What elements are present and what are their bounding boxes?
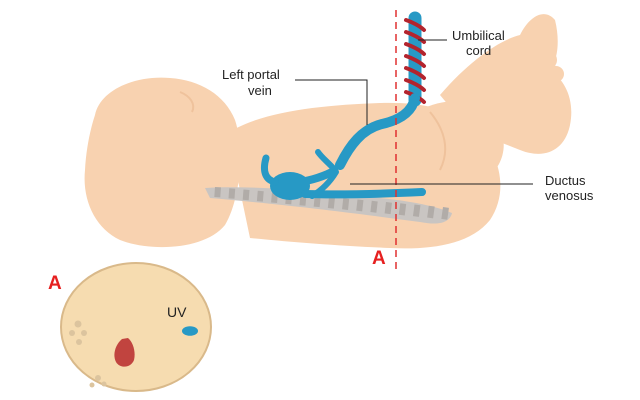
fetus-nose xyxy=(179,91,195,113)
cross-section-outline xyxy=(60,262,212,392)
leader-left-portal-vein xyxy=(295,79,368,125)
label-umbilical-cord-line-1: Umbilical xyxy=(452,28,505,43)
fetus-buttock-crease xyxy=(429,111,447,171)
label-uv: UV xyxy=(167,304,187,320)
cross-section-icon: UV xyxy=(60,262,212,392)
cord-artery-wrap xyxy=(404,42,426,56)
label-umbilical-cord-line-2: cord xyxy=(466,43,491,58)
umbilical-vein-section xyxy=(182,326,198,336)
vessel-branch-lower xyxy=(309,169,339,199)
label-left-portal-vein: Left portal vein xyxy=(222,67,283,98)
vertebra xyxy=(441,207,449,220)
vertebra xyxy=(427,205,435,219)
vertebrae xyxy=(214,187,449,220)
label-ductus-venosus-line-1: Ductus xyxy=(545,173,586,188)
vertebra xyxy=(370,200,378,213)
vertebra xyxy=(327,197,335,209)
inset-marker-a: A xyxy=(48,273,62,294)
ductus-venosus xyxy=(301,188,426,199)
cross-section-dots xyxy=(69,320,107,388)
spine-icon xyxy=(205,187,452,224)
vertebra xyxy=(398,203,407,216)
vertebra xyxy=(313,195,321,208)
cord-artery-wrap xyxy=(404,78,426,92)
cord-artery-wrap xyxy=(404,54,426,68)
stomach-section xyxy=(114,338,135,367)
portal-sinus xyxy=(270,172,310,200)
cord-artery-wrap xyxy=(404,30,426,44)
left-portal-vein xyxy=(315,149,338,173)
vertebra xyxy=(384,201,392,215)
vertebra xyxy=(412,204,421,217)
vertebra xyxy=(356,199,364,212)
umbilical-cord-icon xyxy=(404,11,426,107)
label-left-portal-vein-line-2: vein xyxy=(248,83,272,98)
label-umbilical-cord: Umbilical cord xyxy=(452,28,508,58)
vertebra xyxy=(214,187,221,198)
vertebra xyxy=(228,188,236,199)
leader-lines xyxy=(295,39,533,185)
vertebra xyxy=(256,190,264,202)
label-ductus-venosus: Ductus venosus xyxy=(545,173,594,203)
vertebra xyxy=(342,198,350,210)
cord-artery-wrap xyxy=(404,18,426,32)
cord-artery-wrap xyxy=(404,66,426,80)
fetus-silhouette-icon xyxy=(84,14,572,249)
section-marker-a: A xyxy=(372,248,386,269)
label-ductus-venosus-line-2: venosus xyxy=(545,188,594,203)
label-left-portal-vein-line-1: Left portal xyxy=(222,67,280,82)
vertebra xyxy=(242,189,250,201)
umbilical-vein xyxy=(335,93,420,170)
fetal-vessels xyxy=(260,93,426,200)
portal-hook xyxy=(260,154,279,186)
fetus-head xyxy=(84,77,241,248)
